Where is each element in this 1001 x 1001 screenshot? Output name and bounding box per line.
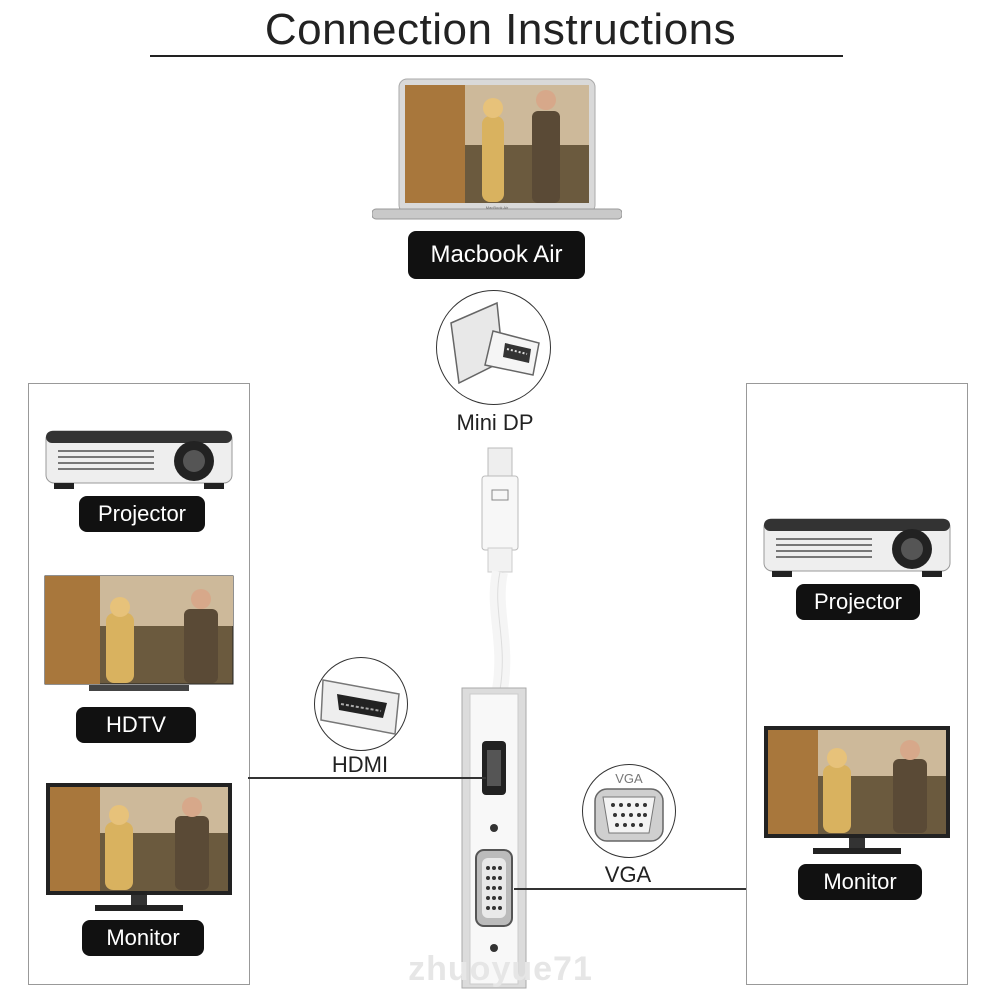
hdmi-label: HDMI [331, 752, 389, 777]
adapter-body [461, 687, 527, 989]
right-monitor-label: Monitor [798, 864, 922, 900]
watermark: zhuoyue71 [408, 950, 593, 988]
vga-connector-icon: VGA [582, 764, 676, 858]
page-title: Connection Instructions [264, 5, 737, 54]
right-monitor-icon [764, 726, 950, 854]
hdmi-connector-icon [314, 657, 408, 751]
left-monitor-label: Monitor [82, 920, 204, 956]
mini-dp-connector-icon [436, 290, 551, 405]
left-projector-label: Projector [79, 496, 205, 532]
left-monitor-icon [46, 783, 232, 911]
vga-label: VGA [604, 862, 652, 887]
laptop-brand-text: MacBook Air [486, 205, 509, 210]
projector-icon [45, 430, 233, 489]
hdtv-label: HDTV [76, 707, 196, 743]
adapter-cable [481, 447, 519, 690]
vga-connection-line [514, 888, 746, 890]
right-projector-label: Projector [796, 584, 920, 620]
title-underline [150, 55, 843, 57]
right-projector-icon [763, 518, 951, 577]
hdtv-icon [44, 575, 234, 691]
laptop-illustration: MacBook Air [372, 78, 622, 220]
vga-icon-text: VGA [615, 771, 643, 786]
mini-dp-label: Mini DP [456, 410, 534, 435]
hdmi-connection-line [248, 777, 486, 779]
macbook-air-label: Macbook Air [408, 231, 585, 279]
